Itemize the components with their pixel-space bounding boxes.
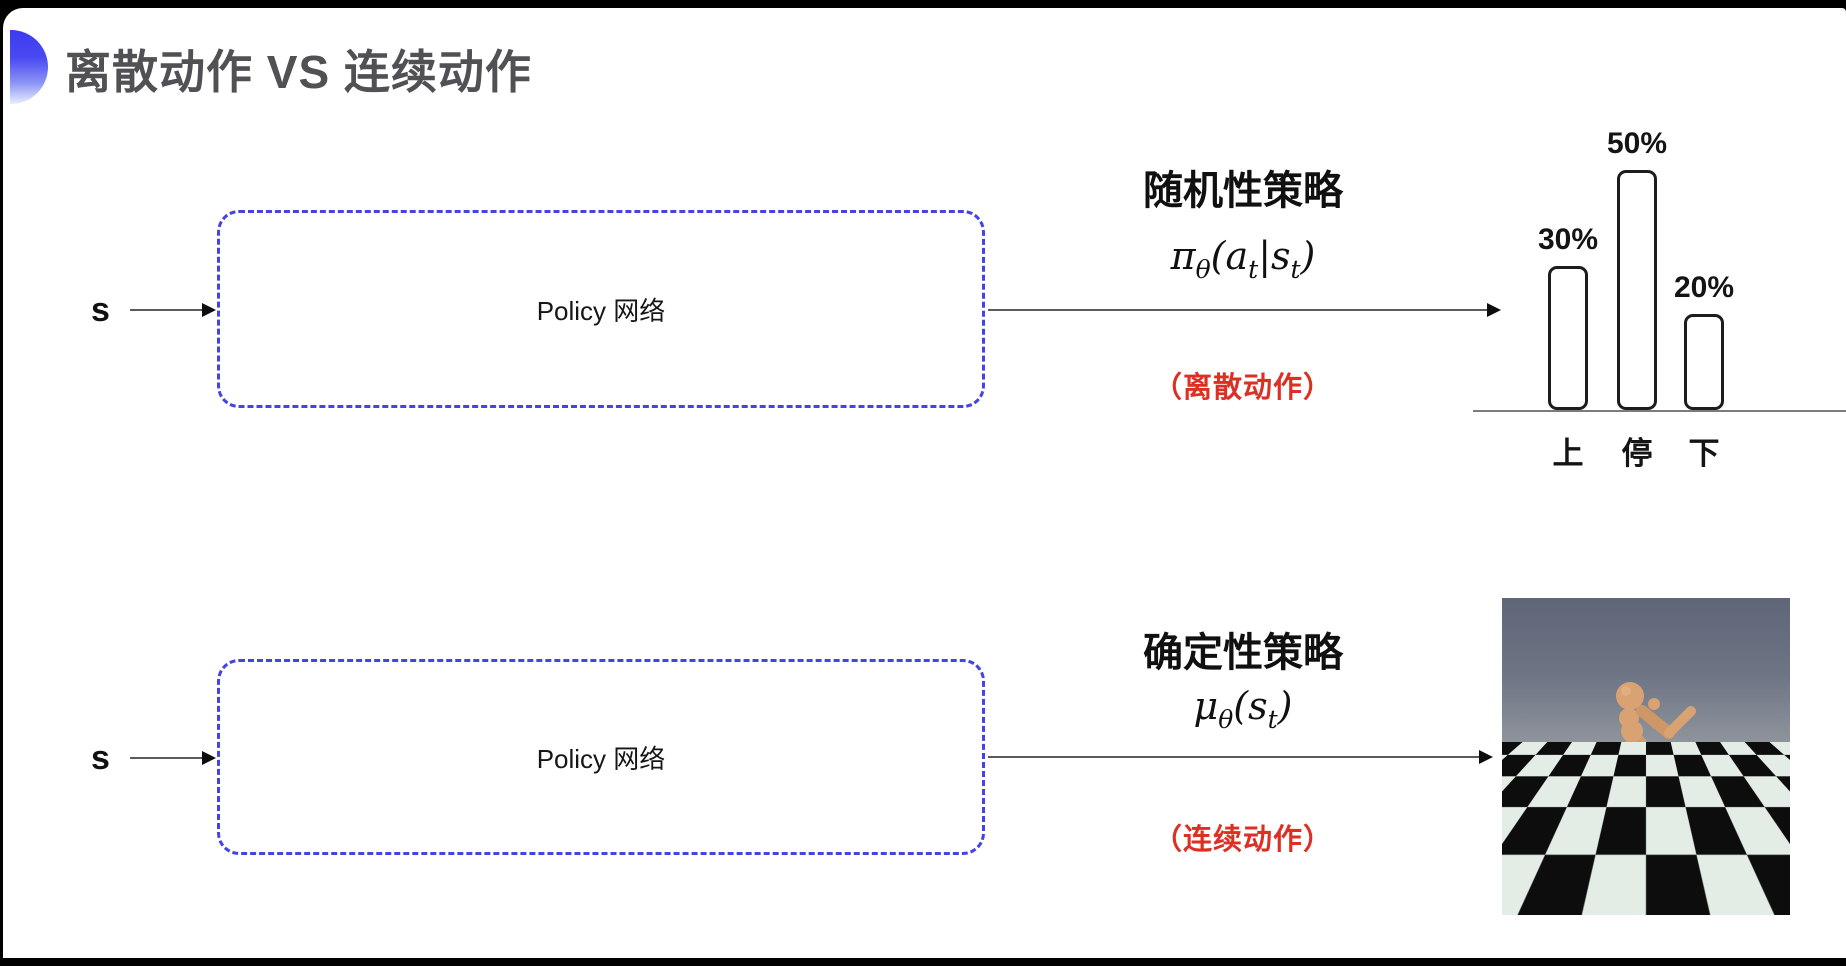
state-input-label-bottom: s [91,739,110,777]
bar-group: 20% [1674,271,1734,410]
bar-value-label: 20% [1673,271,1735,304]
arrow-state-to-policy-top [130,303,216,317]
slide: 离散动作 VS 连续动作 s Policy 网络 随机性策略 πθ(at|st)… [3,8,1846,958]
deterministic-policy-formula: μθ(st) [1193,684,1293,734]
bar [1548,266,1588,410]
stochastic-policy-title: 随机性策略 [1143,169,1343,213]
bar [1684,314,1724,410]
policy-network-box-top: Policy 网络 [217,210,985,408]
bar-value-label: 50% [1606,127,1668,160]
arrow-policy-to-output-top [988,303,1501,317]
bar-value-label: 30% [1537,223,1599,256]
continuous-action-label: （连续动作） [1152,824,1333,856]
x-axis-line [1473,410,1846,412]
bar-group: 30% [1538,223,1598,410]
deterministic-policy-title: 确定性策略 [1143,631,1343,675]
arrow-state-to-policy-bottom [130,751,216,765]
category-label: 停 [1621,436,1653,471]
policy-network-label-bottom: Policy 网络 [536,743,666,774]
bar-group: 50% [1607,127,1667,410]
category-label: 下 [1688,436,1720,471]
page-title: 离散动作 VS 连续动作 [65,46,532,98]
humanoid-robot-image [1502,598,1790,915]
category-label: 上 [1552,436,1584,471]
stochastic-policy-formula: πθ(at|st) [1170,234,1316,284]
discrete-action-label: （离散动作） [1152,372,1333,404]
humanoid-figure [1560,682,1696,912]
state-input-label-top: s [91,291,110,329]
bar [1617,170,1657,410]
policy-network-box-bottom: Policy 网络 [217,659,985,855]
arrow-policy-to-output-bottom [988,750,1493,764]
accent-crescent-icon [10,30,48,104]
policy-network-label-top: Policy 网络 [536,295,666,326]
action-probability-bar-chart: 30% 50% 20% 上 停 下 [1473,98,1846,471]
